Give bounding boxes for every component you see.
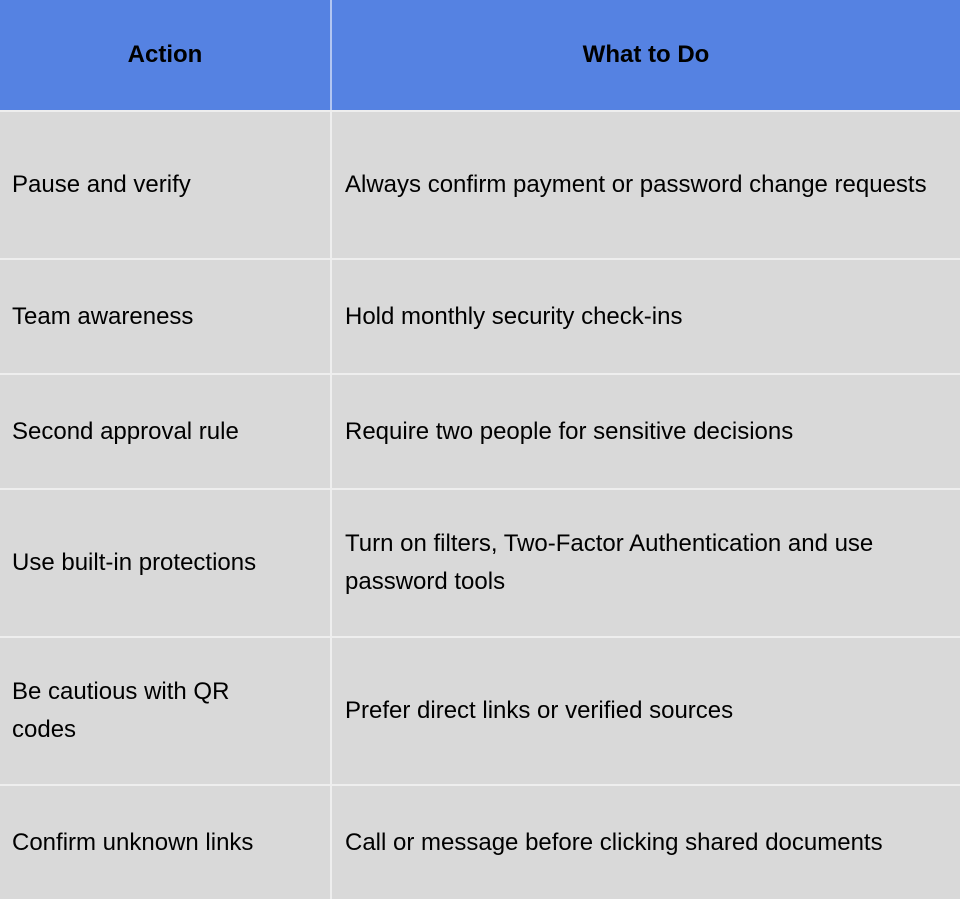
cell-action-text: Confirm unknown links [12,828,254,856]
cell-action: Second approval rule [0,373,330,488]
cell-what-to-do-text: Turn on filters, Two-Factor Authenticati… [345,530,874,595]
cell-what-to-do: Require two people for sensitive decisio… [330,373,960,488]
cell-action: Be cautious with QR codes [0,636,330,784]
column-header-action-label: Action [127,41,203,68]
cell-action: Use built-in protections [0,488,330,636]
column-header-what-to-do: What to Do [330,0,960,110]
cell-what-to-do: Hold monthly security check-ins [330,258,960,373]
cell-action: Pause and verify [0,110,330,258]
cell-what-to-do-text: Prefer direct links or verified sources [345,697,734,724]
table-row: Pause and verify Always confirm payment … [0,110,960,258]
cell-what-to-do-text: Hold monthly security check-ins [345,302,683,330]
cell-action-text: Team awareness [12,302,194,330]
cell-what-to-do-text: Require two people for sensitive decisio… [345,417,794,445]
cell-what-to-do-text: Always confirm payment or password chang… [345,171,927,198]
cell-what-to-do-text: Call or message before clicking shared d… [345,828,883,856]
cell-action-text: Pause and verify [12,171,191,198]
column-header-action: Action [0,0,330,110]
cell-action-text: Use built-in protections [12,549,257,576]
cell-what-to-do: Always confirm payment or password chang… [330,110,960,258]
table-row: Team awareness Hold monthly security che… [0,258,960,373]
cell-what-to-do: Call or message before clicking shared d… [330,784,960,899]
cell-action: Confirm unknown links [0,784,330,899]
table-row: Second approval rule Require two people … [0,373,960,488]
cell-action-text: Be cautious with QR codes [12,678,230,743]
cell-what-to-do: Prefer direct links or verified sources [330,636,960,784]
column-header-what-to-do-label: What to Do [582,41,710,68]
table-row: Be cautious with QR codes Prefer direct … [0,636,960,784]
cell-what-to-do: Turn on filters, Two-Factor Authenticati… [330,488,960,636]
cell-action-text: Second approval rule [12,417,239,445]
table-row: Confirm unknown links Call or message be… [0,784,960,899]
cell-action: Team awareness [0,258,330,373]
table-header-row: Action What to Do [0,0,960,110]
table-row: Use built-in protections Turn on filters… [0,488,960,636]
